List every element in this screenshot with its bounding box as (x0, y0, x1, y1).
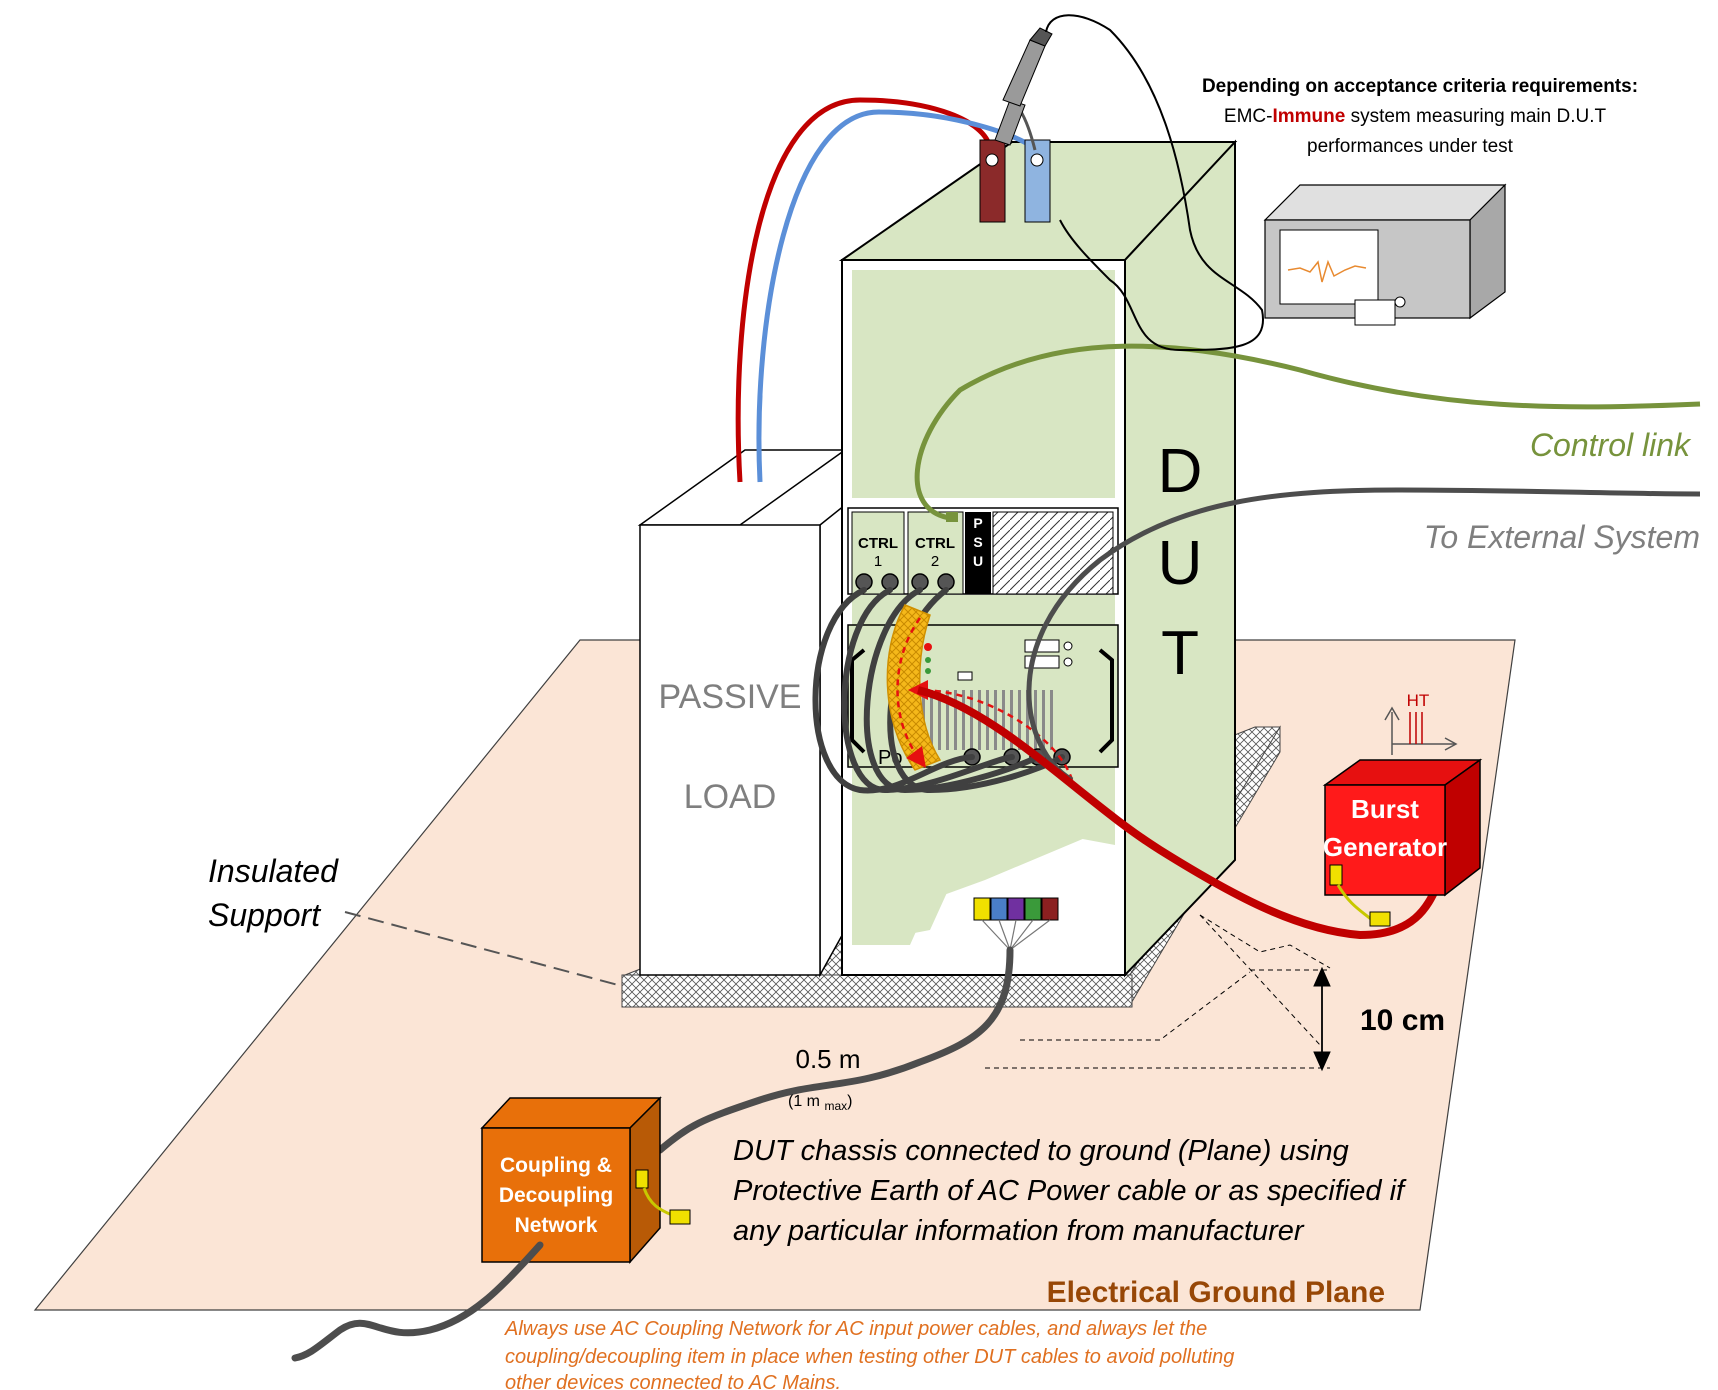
top-terminal-red (979, 139, 1006, 223)
passive-load-label-line1: PASSIVE (659, 678, 802, 716)
immune-highlight: Immune (1272, 106, 1345, 127)
burst-generator-box (1322, 758, 1483, 927)
external-system-cable (1026, 487, 1701, 783)
acceptance-criteria-line2: EMC-Immune system measuring main D.U.T (1224, 106, 1607, 127)
burst-coupling-arrows (896, 617, 1074, 781)
cable-length-label: 0.5 m (795, 1044, 860, 1074)
passive-load-label-line2: LOAD (684, 778, 777, 816)
ground-plane-label: Electrical Ground Plane (1047, 1276, 1385, 1309)
mains-cable (291, 1241, 544, 1362)
cable-max-suffix: ) (847, 1093, 852, 1110)
dut-letter-t: T (1161, 619, 1199, 688)
burst-generator-cable (917, 686, 1444, 940)
coupling-decoupling-network-box (480, 1096, 691, 1264)
chassis-note-line1: DUT chassis connected to ground (Plane) … (733, 1135, 1349, 1167)
cable-max-sub: max (824, 1099, 847, 1113)
oscilloscope (1263, 183, 1507, 326)
ac-power-cable (656, 946, 1014, 1154)
psu-label-u: U (973, 553, 983, 569)
insulated-support-label-line2: Support (208, 897, 321, 933)
chassis-note-line2: Protective Earth of AC Power cable or as… (733, 1175, 1407, 1207)
cdn-label-line3: Network (515, 1214, 598, 1237)
footer-note-line1: Always use AC Coupling Network for AC in… (504, 1318, 1207, 1340)
ht-pulse-symbol (1384, 706, 1458, 755)
footer-note-line2: coupling/decoupling item in place when t… (505, 1346, 1234, 1368)
ht-label: HT (1407, 691, 1430, 710)
dut-terminal-block (973, 897, 1059, 951)
ctrl1-label-line1: CTRL (858, 535, 898, 552)
cable-max-prefix: (1 m (788, 1093, 824, 1110)
dut-letter-d: D (1158, 437, 1203, 506)
footer-note-line3: other devices connected to AC Mains. (505, 1372, 841, 1390)
cdn-label-line1: Coupling & (500, 1154, 612, 1177)
psu-label-p: P (973, 515, 982, 531)
control-link-label: Control link (1530, 427, 1692, 463)
psu-label-s: S (973, 534, 982, 550)
red-load-cable (735, 97, 993, 483)
ctrl2-label-line2: 2 (931, 553, 939, 570)
measurement-probe (994, 27, 1053, 151)
ctrl-connectors (855, 573, 955, 591)
acceptance-criteria-title: Depending on acceptance criteria require… (1202, 76, 1638, 97)
insulated-support-label-line1: Insulated (208, 853, 339, 889)
height-label: 10 cm (1360, 1004, 1445, 1037)
height-dimension (985, 914, 1331, 1072)
emc-prefix: EMC- (1224, 106, 1273, 127)
burst-generator-label-line2: Generator (1323, 832, 1447, 862)
acceptance-criteria-line3: performances under test (1307, 136, 1514, 157)
top-terminal-blue (1024, 139, 1051, 223)
chassis-note-line3: any particular information from manufact… (733, 1215, 1305, 1247)
ctrl1-label-line2: 1 (874, 553, 882, 570)
external-system-label: To External System (1424, 519, 1700, 555)
dut-letter-u: U (1158, 529, 1203, 598)
ctrl2-label-line1: CTRL (915, 535, 955, 552)
measuring-suffix: system measuring main D.U.T (1345, 106, 1606, 127)
cdn-label-line2: Decoupling (499, 1184, 613, 1207)
probe-cable (1045, 14, 1265, 352)
blue-load-cable (756, 109, 1038, 483)
burst-generator-label-line1: Burst (1351, 794, 1419, 824)
cable-length-max-label: (1 m max) (788, 1093, 852, 1113)
